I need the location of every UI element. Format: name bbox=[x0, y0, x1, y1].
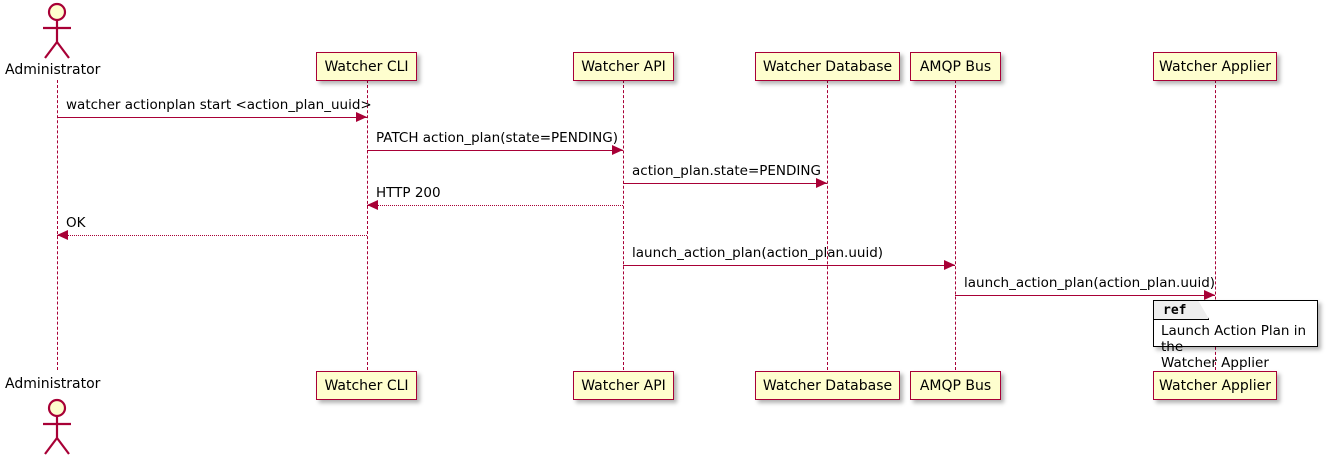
participant-label: Watcher CLI bbox=[324, 58, 409, 75]
participant-label: Watcher API bbox=[581, 58, 666, 75]
lifeline-watcher-applier bbox=[1215, 80, 1216, 370]
ref-body-text: Launch Action Plan in the Watcher Applie… bbox=[1161, 323, 1307, 371]
actor-label-administrator: Administrator bbox=[5, 376, 101, 392]
message-label-1: watcher actionplan start <action_plan_uu… bbox=[66, 97, 372, 113]
lifeline-administrator bbox=[57, 80, 58, 370]
arrow-head-1 bbox=[356, 112, 367, 122]
message-label-6: launch_action_plan(action_plan.uuid) bbox=[632, 245, 884, 261]
actor-label-administrator: Administrator bbox=[5, 62, 101, 78]
message-label-7: launch_action_plan(action_plan.uuid) bbox=[964, 275, 1216, 291]
message-label-4: HTTP 200 bbox=[376, 185, 441, 201]
message-line-1 bbox=[57, 117, 367, 118]
participant-watcher-database-footer[interactable]: Watcher Database bbox=[755, 371, 900, 400]
actor-administrator bbox=[37, 2, 77, 60]
participant-label: Watcher Database bbox=[762, 377, 893, 394]
participant-label: Watcher CLI bbox=[324, 377, 409, 394]
message-label-3: action_plan.state=PENDING bbox=[632, 163, 821, 179]
lifeline-watcher-api bbox=[623, 80, 624, 370]
lifeline-watcher-cli bbox=[367, 80, 368, 370]
lifeline-watcher-database bbox=[827, 80, 828, 370]
participant-amqp-bus-footer[interactable]: AMQP Bus bbox=[910, 371, 1001, 400]
stick-figure-icon bbox=[43, 398, 71, 455]
message-line-6 bbox=[623, 265, 955, 266]
message-line-4 bbox=[367, 205, 623, 206]
message-label-5: OK bbox=[66, 215, 86, 231]
message-line-7 bbox=[955, 295, 1215, 296]
participant-label: AMQP Bus bbox=[919, 377, 992, 394]
ref-tag-label: ref bbox=[1154, 301, 1209, 320]
arrow-head-4 bbox=[367, 200, 378, 210]
participant-watcher-cli-footer[interactable]: Watcher CLI bbox=[316, 371, 417, 400]
message-line-3 bbox=[623, 183, 827, 184]
participant-watcher-applier-footer[interactable]: Watcher Applier bbox=[1153, 371, 1277, 400]
message-line-5 bbox=[57, 235, 367, 236]
participant-watcher-api-footer[interactable]: Watcher API bbox=[573, 371, 674, 400]
participant-label: AMQP Bus bbox=[919, 58, 992, 75]
participant-watcher-database-header[interactable]: Watcher Database bbox=[755, 52, 900, 81]
actor-administrator bbox=[37, 398, 77, 456]
arrow-head-3 bbox=[816, 178, 827, 188]
participant-label: Watcher Applier bbox=[1159, 377, 1271, 394]
arrow-head-7 bbox=[1204, 290, 1215, 300]
participant-label: Watcher API bbox=[581, 377, 666, 394]
participant-label: Watcher Applier bbox=[1159, 58, 1271, 75]
message-label-2: PATCH action_plan(state=PENDING) bbox=[376, 130, 618, 146]
participant-label: Watcher Database bbox=[762, 58, 893, 75]
arrow-head-2 bbox=[612, 145, 623, 155]
participant-watcher-api-header[interactable]: Watcher API bbox=[573, 52, 674, 81]
participant-watcher-cli-header[interactable]: Watcher CLI bbox=[316, 52, 417, 81]
stick-figure-icon bbox=[43, 2, 71, 59]
participant-watcher-applier-header[interactable]: Watcher Applier bbox=[1153, 52, 1277, 81]
arrow-head-6 bbox=[944, 260, 955, 270]
arrow-head-5 bbox=[57, 230, 68, 240]
lifeline-amqp-bus bbox=[955, 80, 956, 370]
message-line-2 bbox=[367, 150, 623, 151]
participant-amqp-bus-header[interactable]: AMQP Bus bbox=[910, 52, 1001, 81]
